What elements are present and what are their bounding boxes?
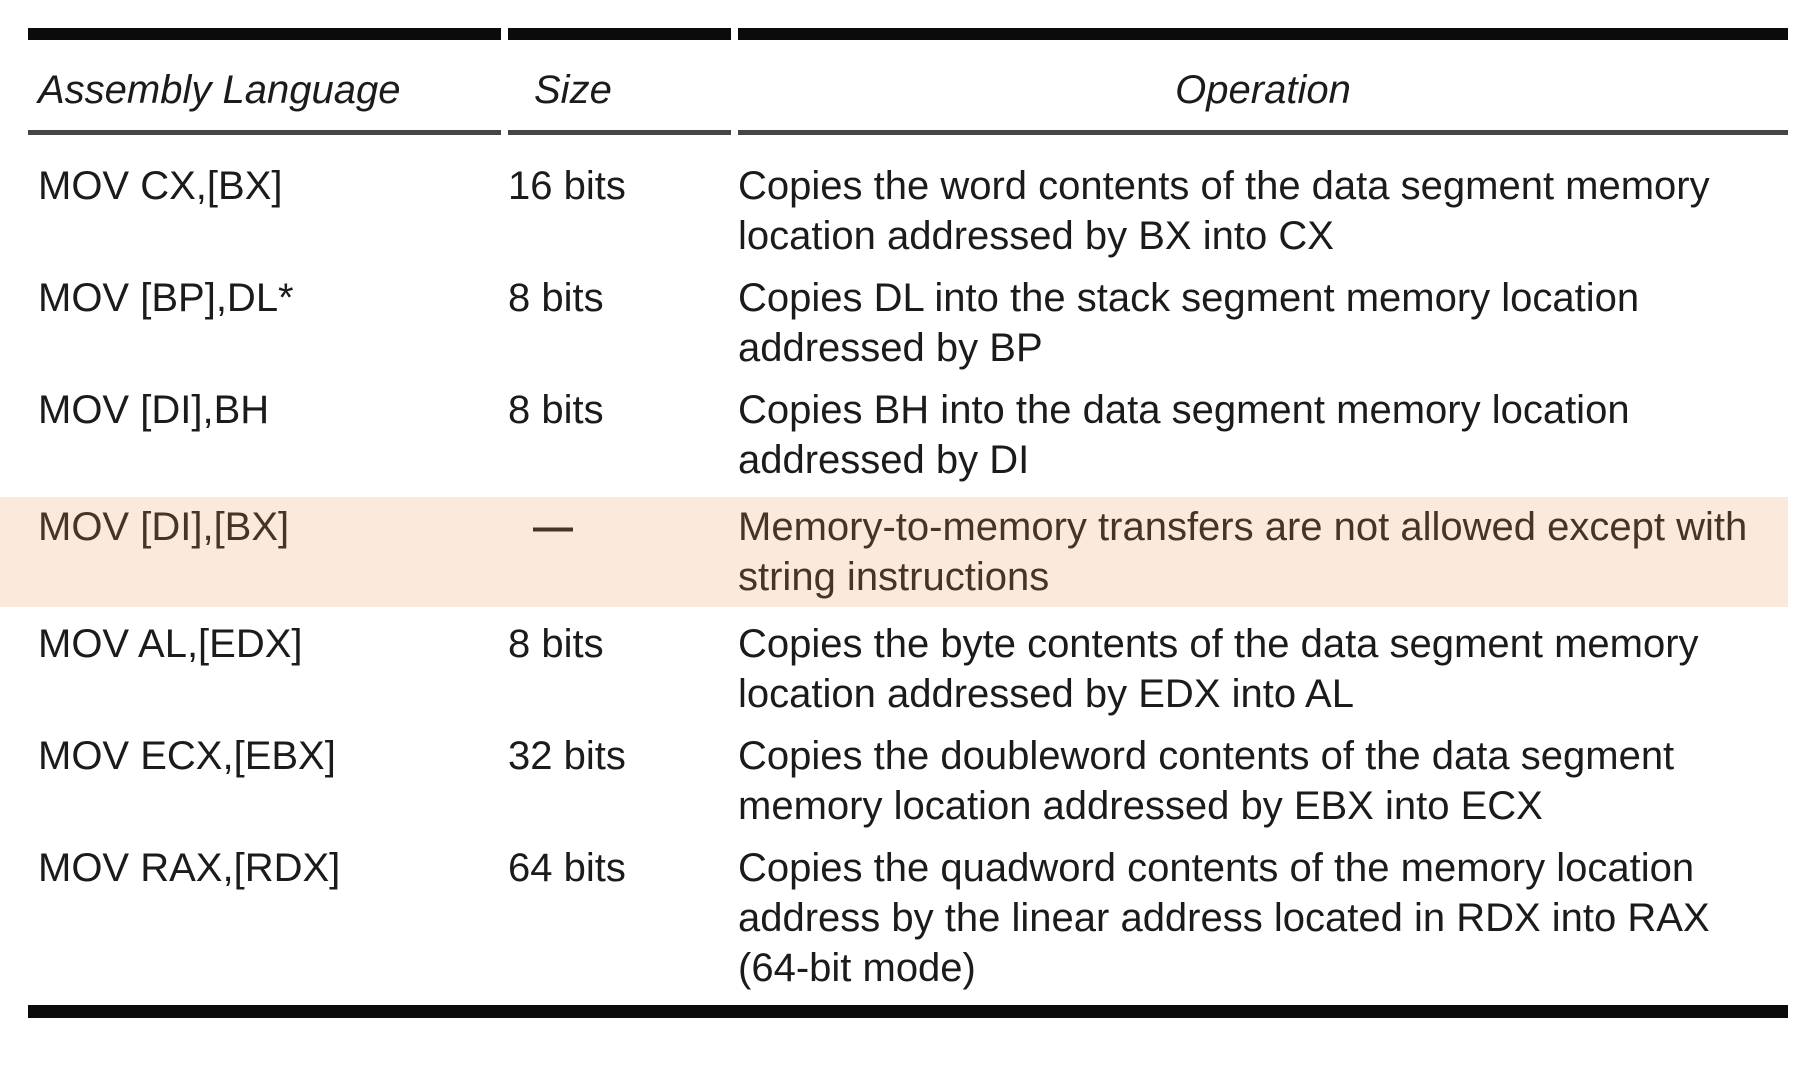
top-rule-segment: [508, 28, 738, 40]
size-cell: 32 bits: [508, 734, 626, 778]
assembly-cell: MOV [DI],[BX]: [38, 505, 290, 549]
size-cell: 8 bits: [508, 276, 604, 320]
column-header-assembly-language: Assembly Language: [38, 68, 401, 112]
operation-cell: Memory-to-memory transfers are not allow…: [738, 505, 1748, 599]
table-row: MOV RAX,[RDX] 64 bits Copies the quadwor…: [28, 843, 1788, 993]
assembly-cell: MOV AL,[EDX]: [38, 622, 303, 666]
operation-cell: Copies the byte contents of the data seg…: [738, 622, 1699, 716]
header-underline: [28, 130, 1788, 135]
table-top-rule: [28, 28, 1788, 40]
table-body: MOV CX,[BX] 16 bits Copies the word cont…: [0, 135, 1788, 993]
operation-cell: Copies the word contents of the data seg…: [738, 164, 1710, 258]
size-cell: 8 bits: [508, 622, 604, 666]
table-row: MOV AL,[EDX] 8 bits Copies the byte cont…: [28, 619, 1788, 719]
top-rule-segment: [738, 28, 1788, 40]
operation-cell: Copies the quadword contents of the memo…: [738, 846, 1710, 990]
assembly-cell: MOV ECX,[EBX]: [38, 734, 336, 778]
assembly-cell: MOV RAX,[RDX]: [38, 846, 341, 890]
operation-cell: Copies DL into the stack segment memory …: [738, 276, 1640, 370]
size-cell: 16 bits: [508, 164, 626, 208]
top-rule-segment: [28, 28, 508, 40]
operation-cell: Copies BH into the data segment memory l…: [738, 388, 1630, 482]
size-cell: 8 bits: [508, 388, 604, 432]
header-underline-segment: [508, 130, 738, 135]
table-row: MOV [DI],[BX] — Memory-to-memory transfe…: [0, 497, 1788, 607]
table-row: MOV ECX,[EBX] 32 bits Copies the doublew…: [28, 731, 1788, 831]
table-row: MOV CX,[BX] 16 bits Copies the word cont…: [28, 161, 1788, 261]
table-header-row: Assembly Language Size Operation: [28, 40, 1788, 130]
table-row: MOV [DI],BH 8 bits Copies BH into the da…: [28, 385, 1788, 485]
mov-instruction-table: Assembly Language Size Operation MOV CX,…: [0, 28, 1788, 1018]
table-bottom-rule: [28, 1005, 1788, 1018]
header-underline-segment: [738, 130, 1788, 135]
assembly-cell: MOV [DI],BH: [38, 388, 270, 432]
size-cell: 64 bits: [508, 846, 626, 890]
operation-cell: Copies the doubleword contents of the da…: [738, 734, 1675, 828]
table-row: MOV [BP],DL* 8 bits Copies DL into the s…: [28, 273, 1788, 373]
size-cell: —: [533, 505, 575, 549]
assembly-cell: MOV [BP],DL*: [38, 276, 294, 320]
header-underline-segment: [28, 130, 508, 135]
column-header-operation: Operation: [1175, 68, 1351, 112]
column-header-size: Size: [534, 68, 612, 112]
assembly-cell: MOV CX,[BX]: [38, 164, 283, 208]
